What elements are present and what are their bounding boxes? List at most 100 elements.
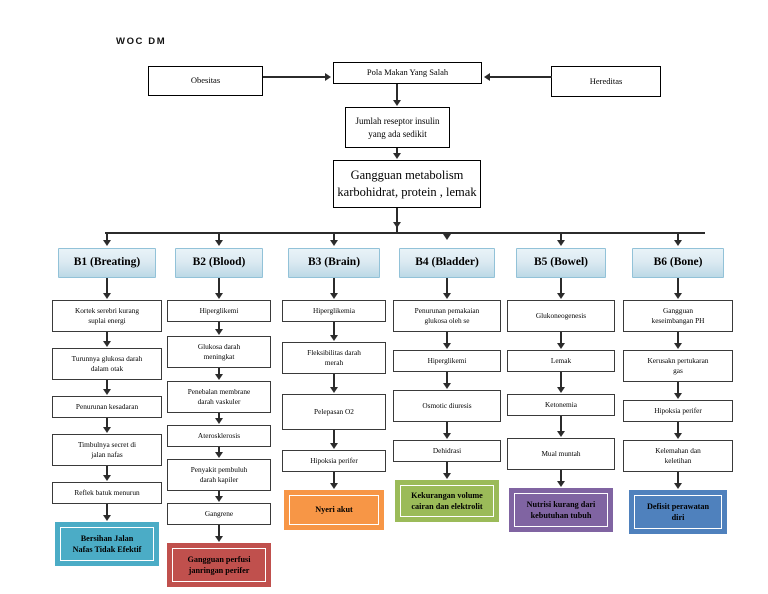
outcome-b3-label: Nyeri akut	[315, 505, 353, 515]
node-b3-step-3-label: Pelepasan O2	[314, 407, 354, 417]
arrowhead-b4-step-4-next	[443, 473, 451, 479]
connector-b1-step-3-next	[106, 418, 108, 428]
connector-b1-step-5-next	[106, 504, 108, 516]
node-b6-step-2: Kerusakn pertukaran gas	[623, 350, 733, 382]
arrowhead-b5-step-3-next	[557, 431, 565, 437]
column-header-b5[interactable]: B5 (Bowel)	[516, 248, 606, 278]
connector-bus-b3	[333, 232, 335, 242]
node-b2-step-6: Gangrene	[167, 503, 271, 525]
page-title: WOC DM	[116, 36, 167, 47]
arrowhead-b3-head-step0	[330, 293, 338, 299]
connector-b2-step-6-next	[218, 525, 220, 537]
node-b5-step-1-label: Glukoneogenesis	[535, 311, 587, 321]
arrowhead-b3-step-4-next	[330, 483, 338, 489]
outcome-b1-inner: Bersihan Jalan Nafas Tidak Efektif	[60, 527, 154, 561]
arrowhead-b2-step-4-next	[215, 452, 223, 458]
node-b2-step-5: Penyakit pembuluh darah kapiler	[167, 459, 271, 491]
node-jumlah-reseptor: Jumlah reseptor insulin yang ada sedikit	[345, 107, 450, 148]
column-header-b2[interactable]: B2 (Blood)	[175, 248, 263, 278]
node-b2-step-1-label: Hiperglikemi	[199, 306, 239, 316]
outcome-b2[interactable]: Gangguan perfusi janringan perifer	[167, 543, 271, 587]
arrowhead-b2-step-2-next	[215, 374, 223, 380]
column-header-b5-label: B5 (Bowel)	[534, 256, 588, 269]
node-b4-step-1: Penurunan pemakaian glukosa oleh se	[393, 300, 501, 332]
connector-b2-step-3-next	[218, 413, 220, 419]
node-b4-step-1-label: Penurunan pemakaian glukosa oleh se	[414, 306, 480, 325]
node-b3-step-4: Hipoksia perifer	[282, 450, 386, 472]
connector-b6-step-1-next	[677, 332, 679, 344]
outcome-b6-inner: Defisit perawatan diri	[634, 495, 722, 529]
node-b6-step-3-label: Hipoksia perifer	[654, 406, 702, 416]
connector-b2-step-4-next	[218, 447, 220, 453]
connector-b6-step-4-next	[677, 472, 679, 484]
connector-b3-step-4-next	[333, 472, 335, 484]
column-header-b1[interactable]: B1 (Breating)	[58, 248, 156, 278]
arrowhead-bus-b3	[330, 240, 338, 246]
node-b6-step-2-label: Kerusakn pertukaran gas	[647, 356, 709, 375]
node-b4-step-3-label: Osmotic diuresis	[422, 401, 472, 411]
arrowhead-center-reseptor	[393, 100, 401, 106]
node-gangguan-metabolism: Gangguan metabolism karbohidrat, protein…	[333, 160, 481, 208]
connector-metabolism-bus	[396, 208, 398, 233]
node-b4-step-4-label: Dehidrasi	[432, 446, 462, 456]
node-b6-step-1-label: Gangguan keseimbangan PH	[651, 306, 705, 325]
arrowhead-b1-step-5-next	[103, 515, 111, 521]
column-header-b6[interactable]: B6 (Bone)	[632, 248, 724, 278]
connector-b3-head-step0	[333, 278, 335, 294]
connector-bus-b1	[106, 232, 108, 242]
connector-b5-step-1-next	[560, 332, 562, 344]
node-b1-step-2-label: Turunnya glukosa darah dalam otak	[71, 354, 143, 373]
arrowhead-b5-step-4-next	[557, 481, 565, 487]
connector-b6-step-3-next	[677, 422, 679, 434]
arrowhead-b4-step-3-next	[443, 433, 451, 439]
column-header-b3-label: B3 (Brain)	[307, 256, 361, 269]
arrowhead-b1-head-step0	[103, 293, 111, 299]
column-header-b1-label: B1 (Breating)	[73, 256, 141, 269]
arrowhead-b5-step-1-next	[557, 343, 565, 349]
connector-center-reseptor	[396, 84, 398, 102]
connector-b6-head-step0	[677, 278, 679, 294]
node-b1-step-3-label: Penurunan kesadaran	[75, 402, 139, 412]
node-b2-step-2: Glukosa darah meningkat	[167, 336, 271, 368]
column-header-b3[interactable]: B3 (Brain)	[288, 248, 380, 278]
connector-b2-step-5-next	[218, 491, 220, 497]
node-b6-step-3: Hipoksia perifer	[623, 400, 733, 422]
outcome-b3[interactable]: Nyeri akut	[284, 490, 384, 530]
arrowhead-b3-step-1-next	[330, 335, 338, 341]
arrowhead-b6-step-4-next	[674, 483, 682, 489]
arrowhead-b6-step-1-next	[674, 343, 682, 349]
connector-obesitas-center	[263, 76, 325, 78]
arrowhead-b1-step-2-next	[103, 389, 111, 395]
node-b6-step-4-label: Kelemahan dan keletihan	[655, 446, 701, 465]
node-b2-step-4-label: Aterosklerosis	[197, 431, 241, 441]
outcome-b1[interactable]: Bersihan Jalan Nafas Tidak Efektif	[55, 522, 159, 566]
connector-b1-step-1-next	[106, 332, 108, 342]
arrowhead-bus-b5	[557, 240, 565, 246]
arrowhead-b4-step-1-next	[443, 343, 451, 349]
node-b2-step-1: Hiperglikemi	[167, 300, 271, 322]
node-b5-step-4: Mual muntah	[507, 438, 615, 470]
node-b2-step-4: Aterosklerosis	[167, 425, 271, 447]
arrowhead-metabolism-bus	[393, 222, 401, 228]
arrowhead-b2-head-step0	[215, 293, 223, 299]
node-b1-step-3: Penurunan kesadaran	[52, 396, 162, 418]
connector-b2-head-step0	[218, 278, 220, 294]
arrowhead-b4-head-step0	[443, 293, 451, 299]
outcome-b4[interactable]: Kekurangan volume cairan dan elektrolit	[395, 480, 499, 522]
node-b3-step-3: Pelepasan O2	[282, 394, 386, 430]
connector-b3-step-3-next	[333, 430, 335, 444]
column-header-b4[interactable]: B4 (Bladder)	[399, 248, 495, 278]
connector-b6-step-2-next	[677, 382, 679, 394]
outcome-b6[interactable]: Defisit perawatan diri	[629, 490, 727, 534]
node-b5-step-2-label: Lemak	[550, 356, 572, 366]
node-gangguan-metabolism-label: Gangguan metabolism karbohidrat, protein…	[337, 168, 477, 199]
outcome-b5[interactable]: Nutrisi kurang dari kebutuhan tubuh	[509, 488, 613, 532]
arrowhead-b6-step-2-next	[674, 393, 682, 399]
node-b2-step-3-label: Penebalan membrane darah vaskuler	[187, 387, 251, 406]
connector-b4-step-3-next	[446, 422, 448, 434]
node-b1-step-4: Timbulnya secret di jalan nafas	[52, 434, 162, 466]
node-b2-step-6-label: Gangrene	[204, 509, 234, 519]
arrowhead-bus-b2	[215, 240, 223, 246]
node-b5-step-1: Glukoneogenesis	[507, 300, 615, 332]
